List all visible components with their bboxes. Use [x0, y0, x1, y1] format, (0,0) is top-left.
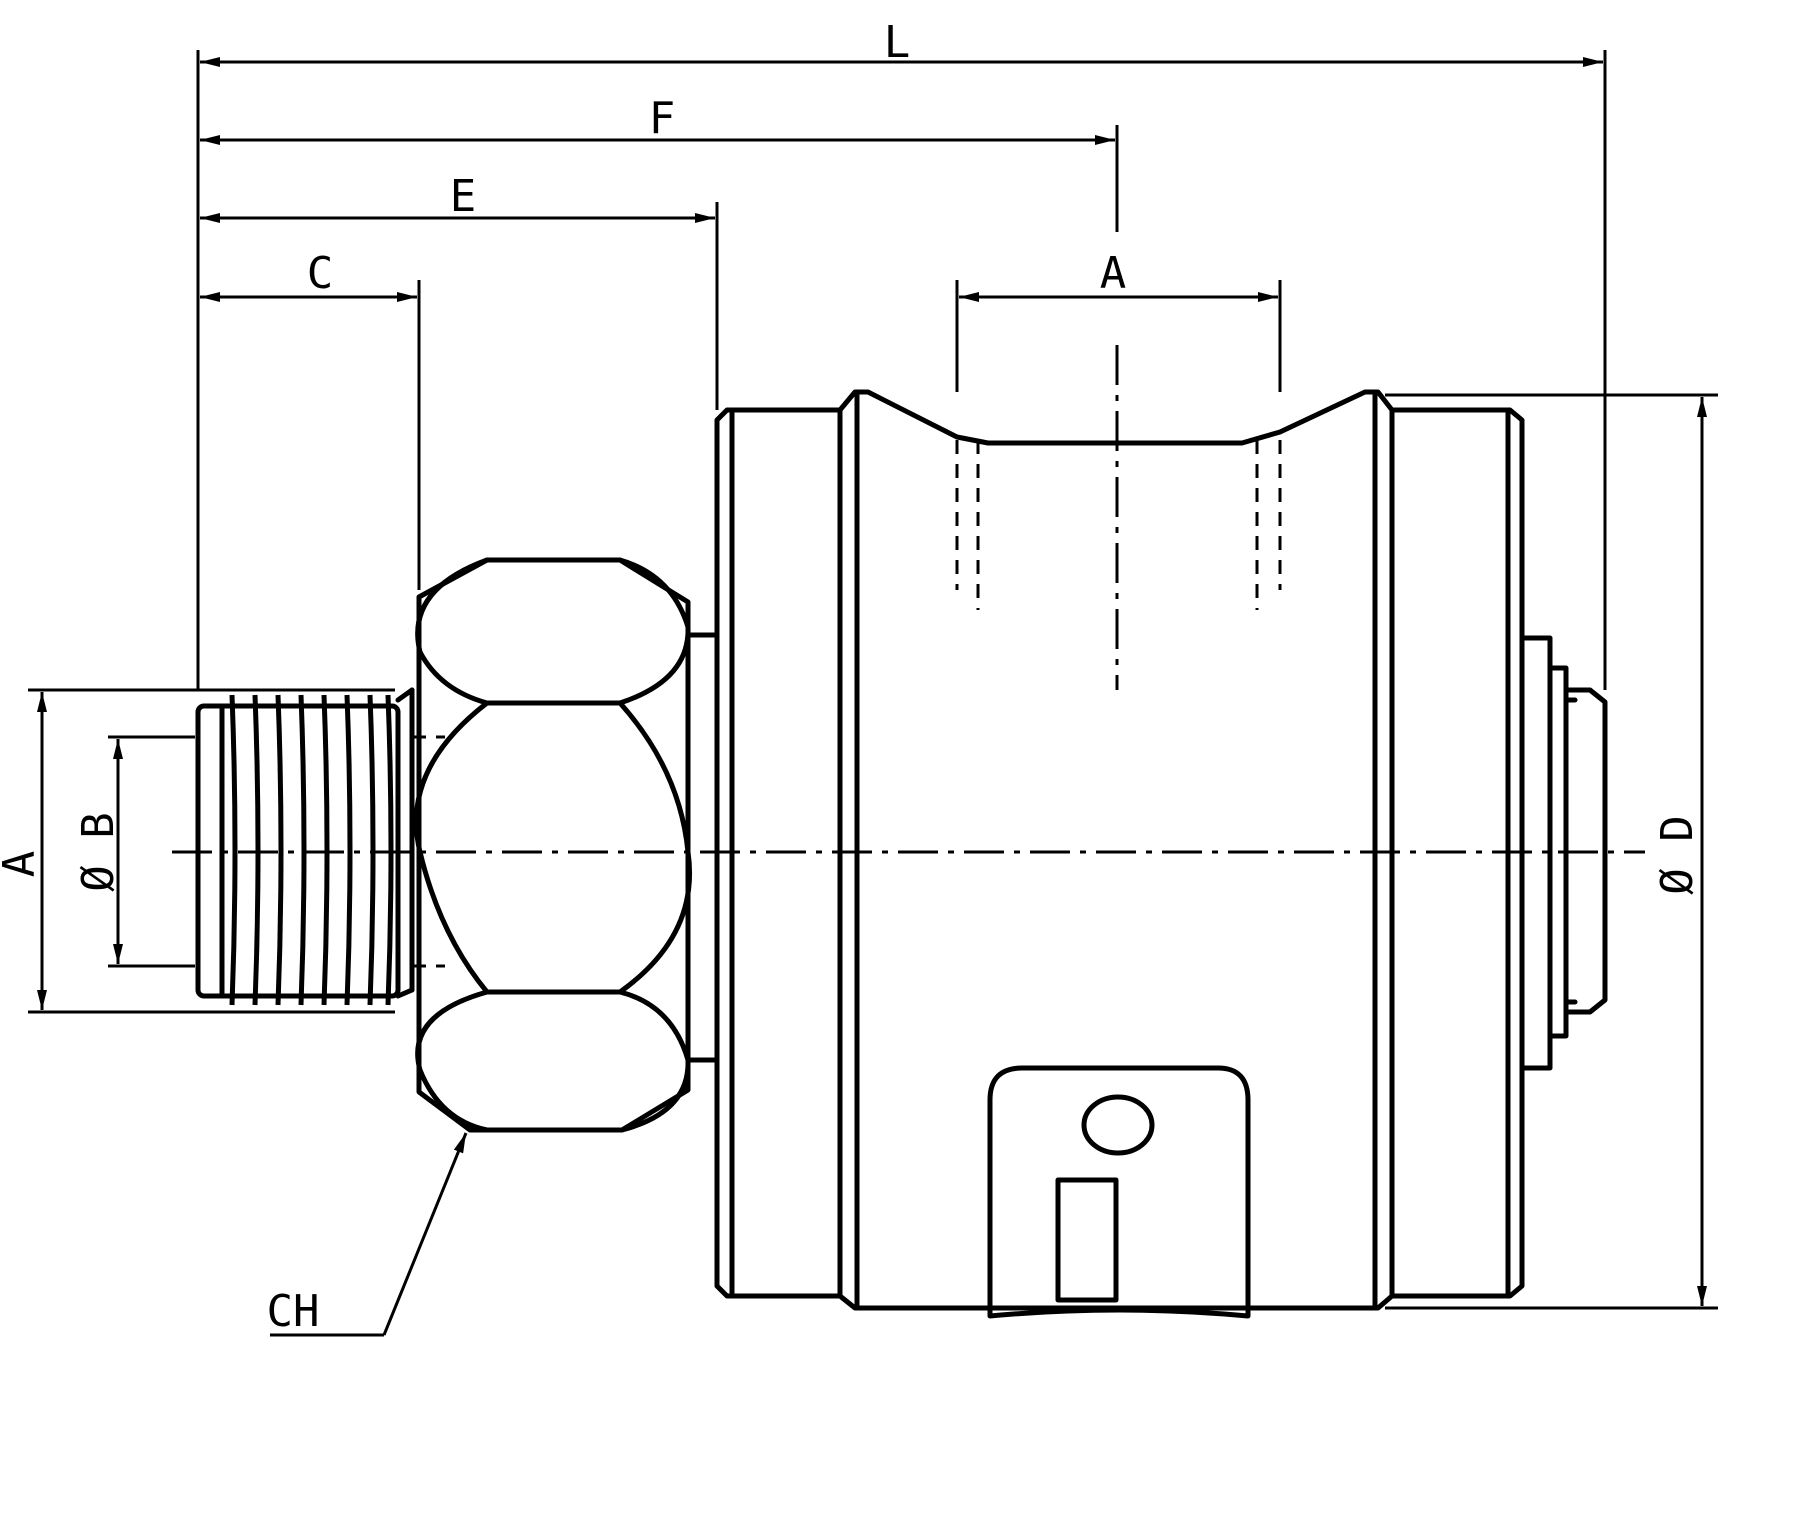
thread-lines [225, 688, 395, 1014]
threaded-connector [195, 687, 445, 1014]
right-flange [1389, 407, 1525, 1299]
rear-end-cap [1519, 635, 1608, 1071]
label-CH: CH [267, 1286, 320, 1337]
dimension-line-D [1385, 393, 1718, 1310]
label-A-top: A [1100, 248, 1127, 299]
contact-hole-icon [1081, 1094, 1155, 1156]
label-L: L [884, 17, 911, 68]
label-A-side: A [0, 851, 45, 878]
label-F: F [649, 93, 676, 144]
connector-plate [987, 1065, 1251, 1319]
main-body [837, 345, 1395, 1311]
dimension-lines-top [196, 50, 1607, 690]
ch-leader [270, 1132, 468, 1337]
hex-nut [413, 557, 720, 1133]
dimension-lines-left [28, 688, 240, 1014]
contact-slot-icon [1055, 1177, 1119, 1303]
label-B: Ø B [73, 812, 124, 891]
label-E: E [450, 171, 477, 222]
label-C: C [307, 248, 334, 299]
label-D: Ø D [1652, 815, 1703, 894]
